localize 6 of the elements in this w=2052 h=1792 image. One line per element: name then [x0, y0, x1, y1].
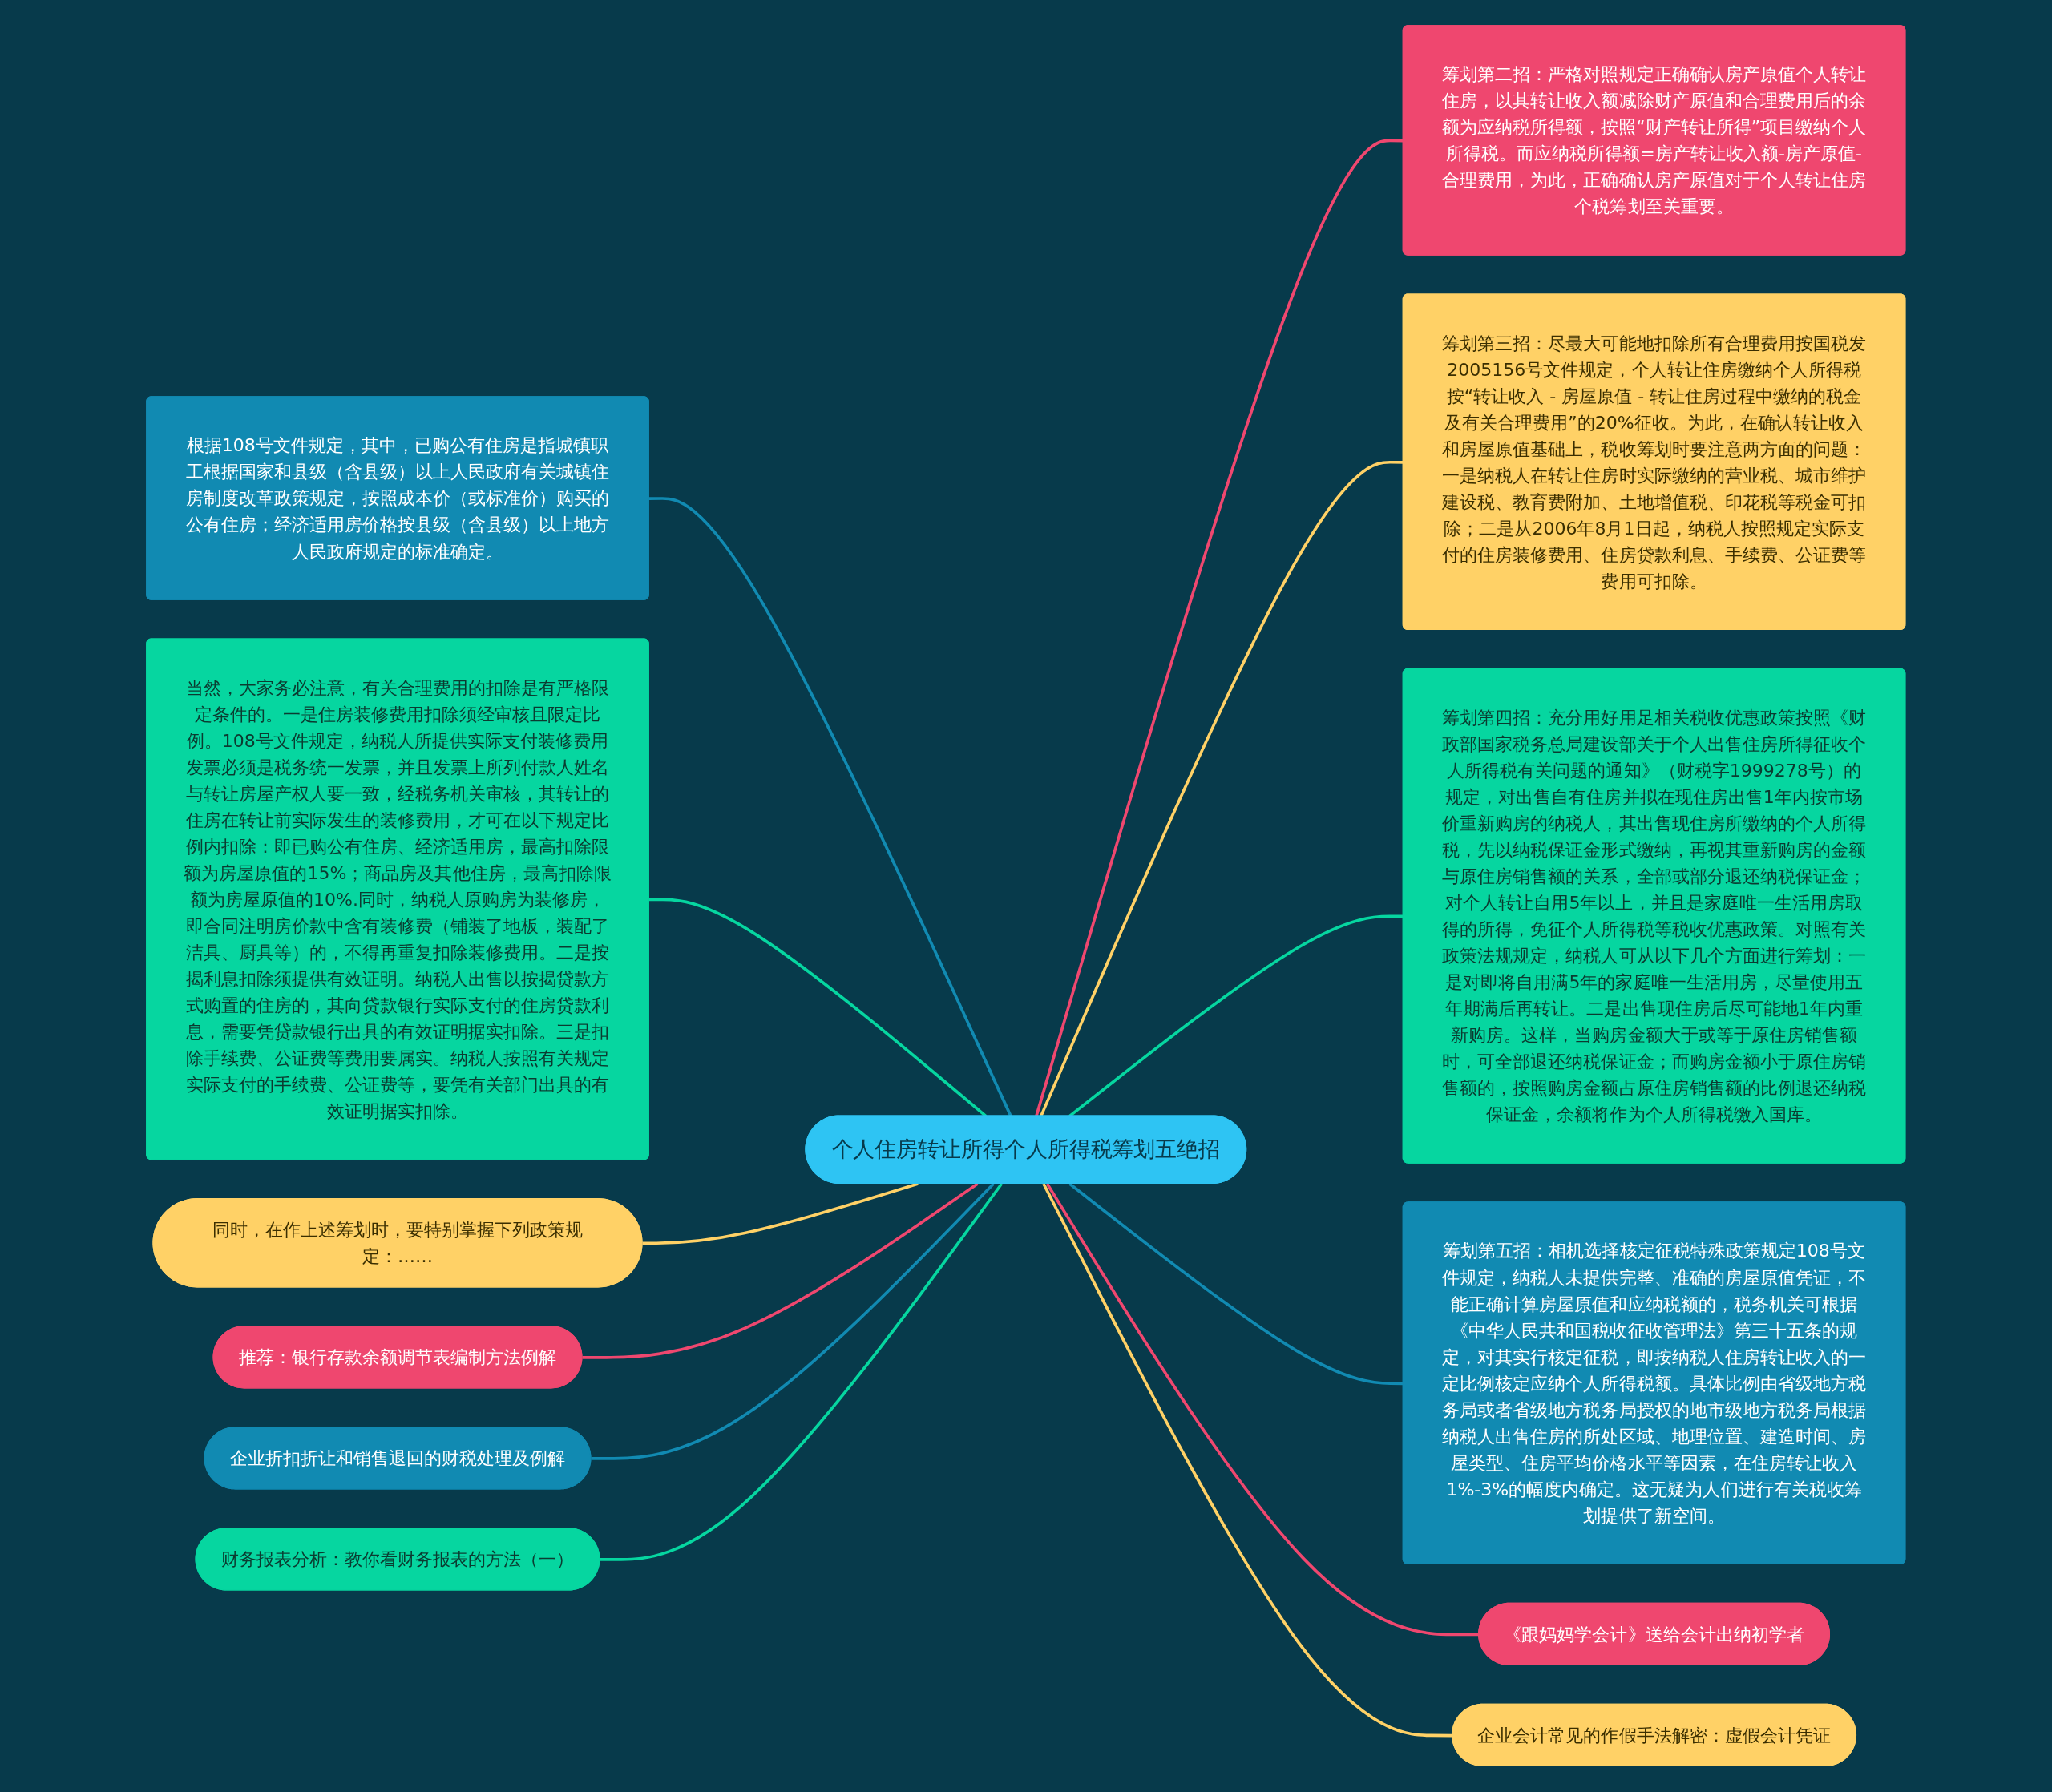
- connector: [642, 1182, 919, 1245]
- connector: [591, 1183, 996, 1461]
- connector: [600, 1183, 1004, 1562]
- connector: [1042, 1183, 1453, 1738]
- connector: [582, 1182, 979, 1360]
- connector: [649, 497, 1012, 1117]
